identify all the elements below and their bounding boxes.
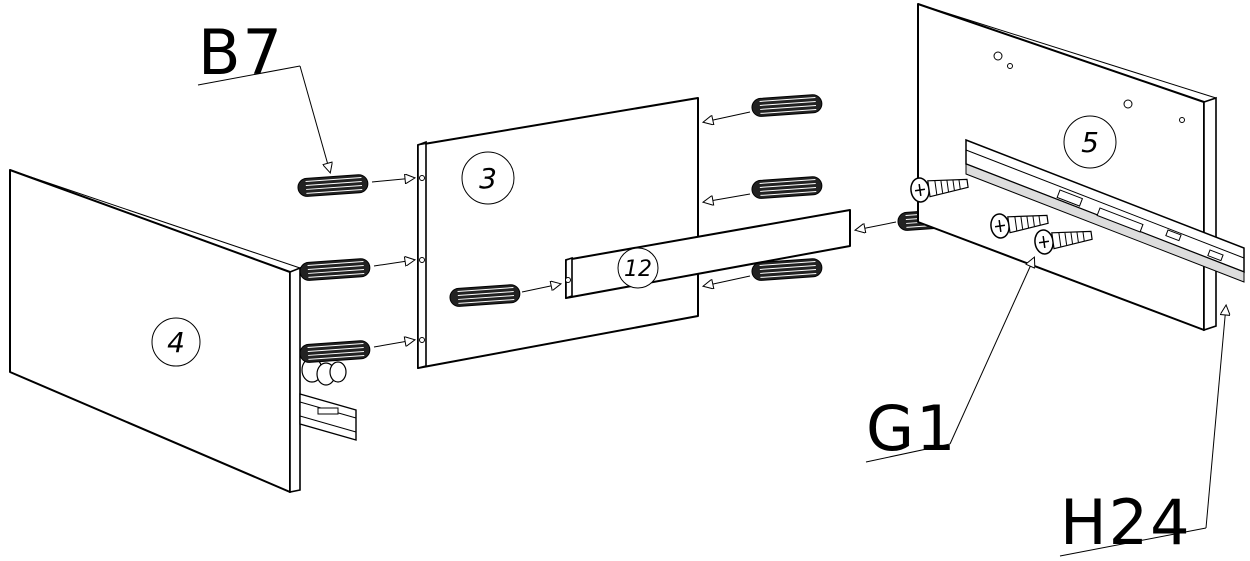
part-number-circle-12 — [617, 247, 659, 289]
left-side-panel: 4 — [9, 169, 357, 493]
part-number-circle-5 — [1063, 115, 1117, 169]
part-number-3: 3 — [479, 162, 497, 195]
dowel-rail-left — [448, 284, 560, 308]
back-panel: 3 — [417, 97, 699, 370]
part-number-circle-3 — [461, 151, 515, 205]
dowel-1 — [296, 173, 369, 198]
callout-label-b7: B7 — [198, 16, 284, 89]
callout-b7: B7 — [197, 16, 330, 172]
callout-h24: H24 — [1059, 306, 1226, 559]
dowel-5 — [750, 175, 823, 200]
part-number-5: 5 — [1081, 126, 1099, 159]
callout-label-g1: G1 — [866, 392, 958, 465]
dowel-rail-right — [856, 207, 969, 231]
part-number-12: 12 — [624, 257, 652, 282]
dowels-left-column — [296, 173, 414, 364]
drawer-slide — [965, 138, 1245, 283]
part-number-4: 4 — [167, 326, 185, 359]
dowel-3 — [298, 339, 371, 364]
slide-rail-left — [299, 393, 357, 441]
screw-cluster-left — [301, 357, 347, 386]
callout-g1: G1 — [865, 258, 1034, 465]
dowel-2 — [298, 257, 371, 282]
dowel-4 — [750, 93, 823, 118]
rail: 12 — [565, 209, 851, 300]
right-side-panel: 5 — [917, 3, 1245, 332]
callout-label-h24: H24 — [1060, 486, 1192, 559]
part-number-circle-4 — [151, 317, 201, 367]
dowels-right-column — [704, 93, 823, 286]
